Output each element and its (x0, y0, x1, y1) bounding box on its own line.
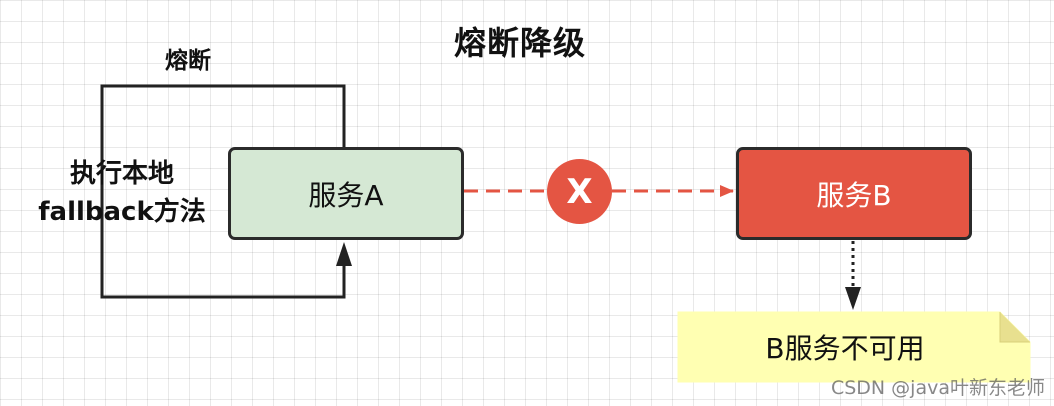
fallback-loop-arrowhead (336, 242, 352, 266)
service-b-box: 服务B (736, 147, 972, 240)
circuit-breaker-loop-label: 熔断 (165, 48, 211, 74)
service-unavailable-note-shape (677, 311, 1031, 383)
local-fallback-label: 执行本地 fallback方法 (32, 150, 212, 236)
diagram-title: 熔断降级 (453, 24, 586, 62)
service-unavailable-note: B服务不可用 (765, 332, 925, 365)
failure-x-icon: X (547, 159, 612, 224)
service-b-label: 服务B (816, 178, 892, 212)
service-b-unavailable-arrowhead (845, 287, 861, 310)
local-fallback-line-1: 执行本地 (69, 159, 174, 189)
fallback-loop-line (100, 84, 346, 299)
service-a-label: 服务A (308, 178, 384, 212)
csdn-watermark: CSDN @java叶新东老师 (830, 377, 1045, 399)
service-a-box: 服务A (228, 147, 464, 240)
local-fallback-line-2: fallback方法 (38, 197, 206, 227)
